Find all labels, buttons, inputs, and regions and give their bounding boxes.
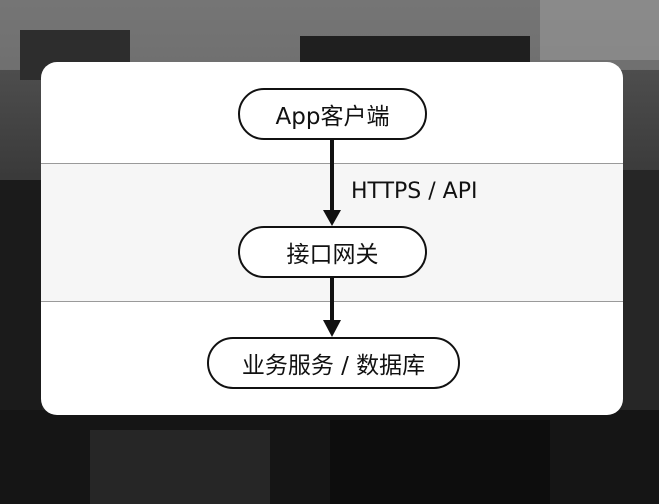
node-api-gateway: 接口网关 bbox=[238, 226, 427, 278]
edge-label-https-api: HTTPS / API bbox=[351, 179, 477, 204]
node-app-client: App客户端 bbox=[238, 88, 427, 140]
arrow-gateway-to-service bbox=[323, 278, 341, 337]
diagram-card: App客户端 HTTPS / API 接口网关 业务服务 / 数据库 bbox=[41, 62, 623, 415]
node-business-service-database: 业务服务 / 数据库 bbox=[207, 337, 460, 389]
arrow-app-to-gateway bbox=[323, 140, 341, 226]
